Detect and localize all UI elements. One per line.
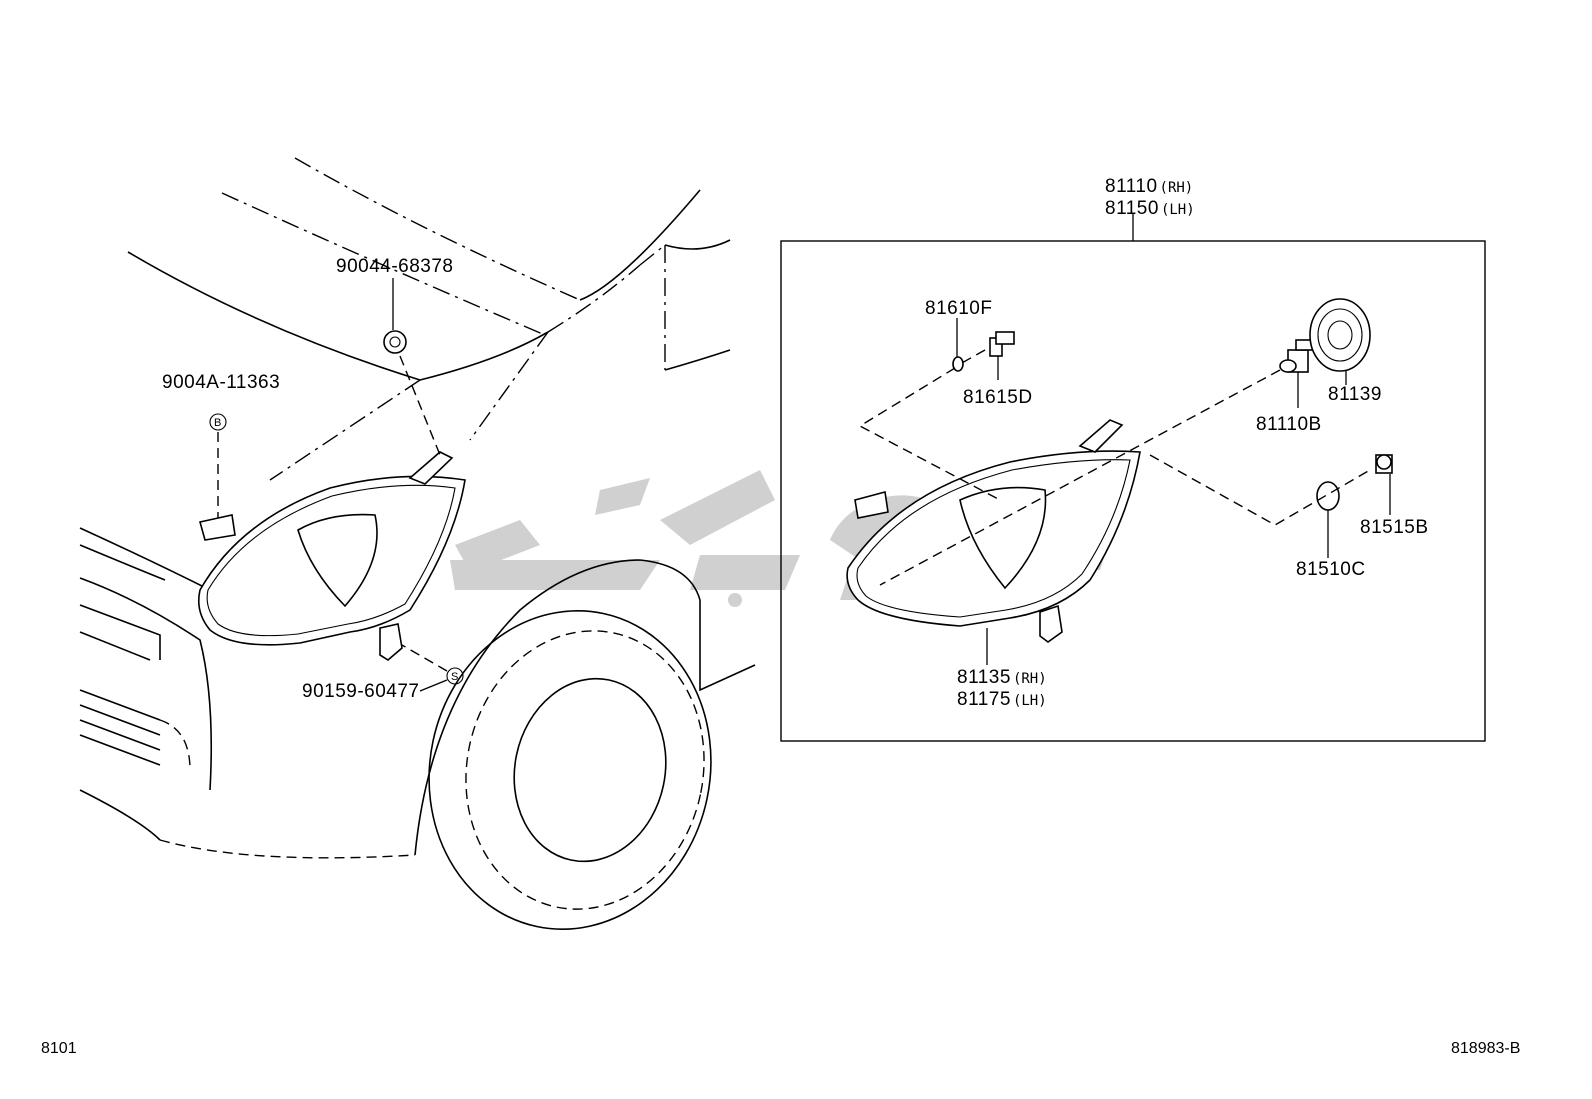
label-screw-90159: 90159-60477: [302, 681, 420, 702]
left-callouts: B S: [209, 278, 464, 692]
label-cover-81139: 81139: [1328, 384, 1382, 405]
label-socket-81615d: 81615D: [963, 387, 1033, 408]
assembly-frame: [780, 240, 1486, 742]
bulb-socket-parts: [858, 298, 1393, 586]
vehicle-front-body: [79, 157, 756, 930]
callout-s: S: [451, 671, 458, 683]
label-clip-9004a: 9004A-11363: [162, 372, 280, 393]
label-bulb-81110b: 81110B: [1256, 414, 1322, 435]
right-headlamp-unit: [846, 419, 1141, 665]
label-bracket-81175: 81175(LH): [957, 689, 1047, 710]
label-socket-81515b: 81515B: [1360, 517, 1429, 538]
label-assy-81150: 81150(LH): [1105, 198, 1195, 219]
label-assy-81110: 81110(RH): [1105, 176, 1193, 197]
footer-drawing-number: 818983-B: [1451, 1040, 1521, 1057]
label-bracket-81135: 81135(RH): [957, 667, 1047, 688]
footer-page-code: 8101: [41, 1040, 77, 1057]
label-bolt-90044: 90044-68378: [336, 256, 454, 277]
label-bulb-81610f: 81610F: [925, 298, 992, 319]
label-bulb-81510c: 81510C: [1296, 559, 1366, 580]
left-headlamp-installed: [197, 451, 466, 661]
callout-b: B: [214, 417, 221, 429]
